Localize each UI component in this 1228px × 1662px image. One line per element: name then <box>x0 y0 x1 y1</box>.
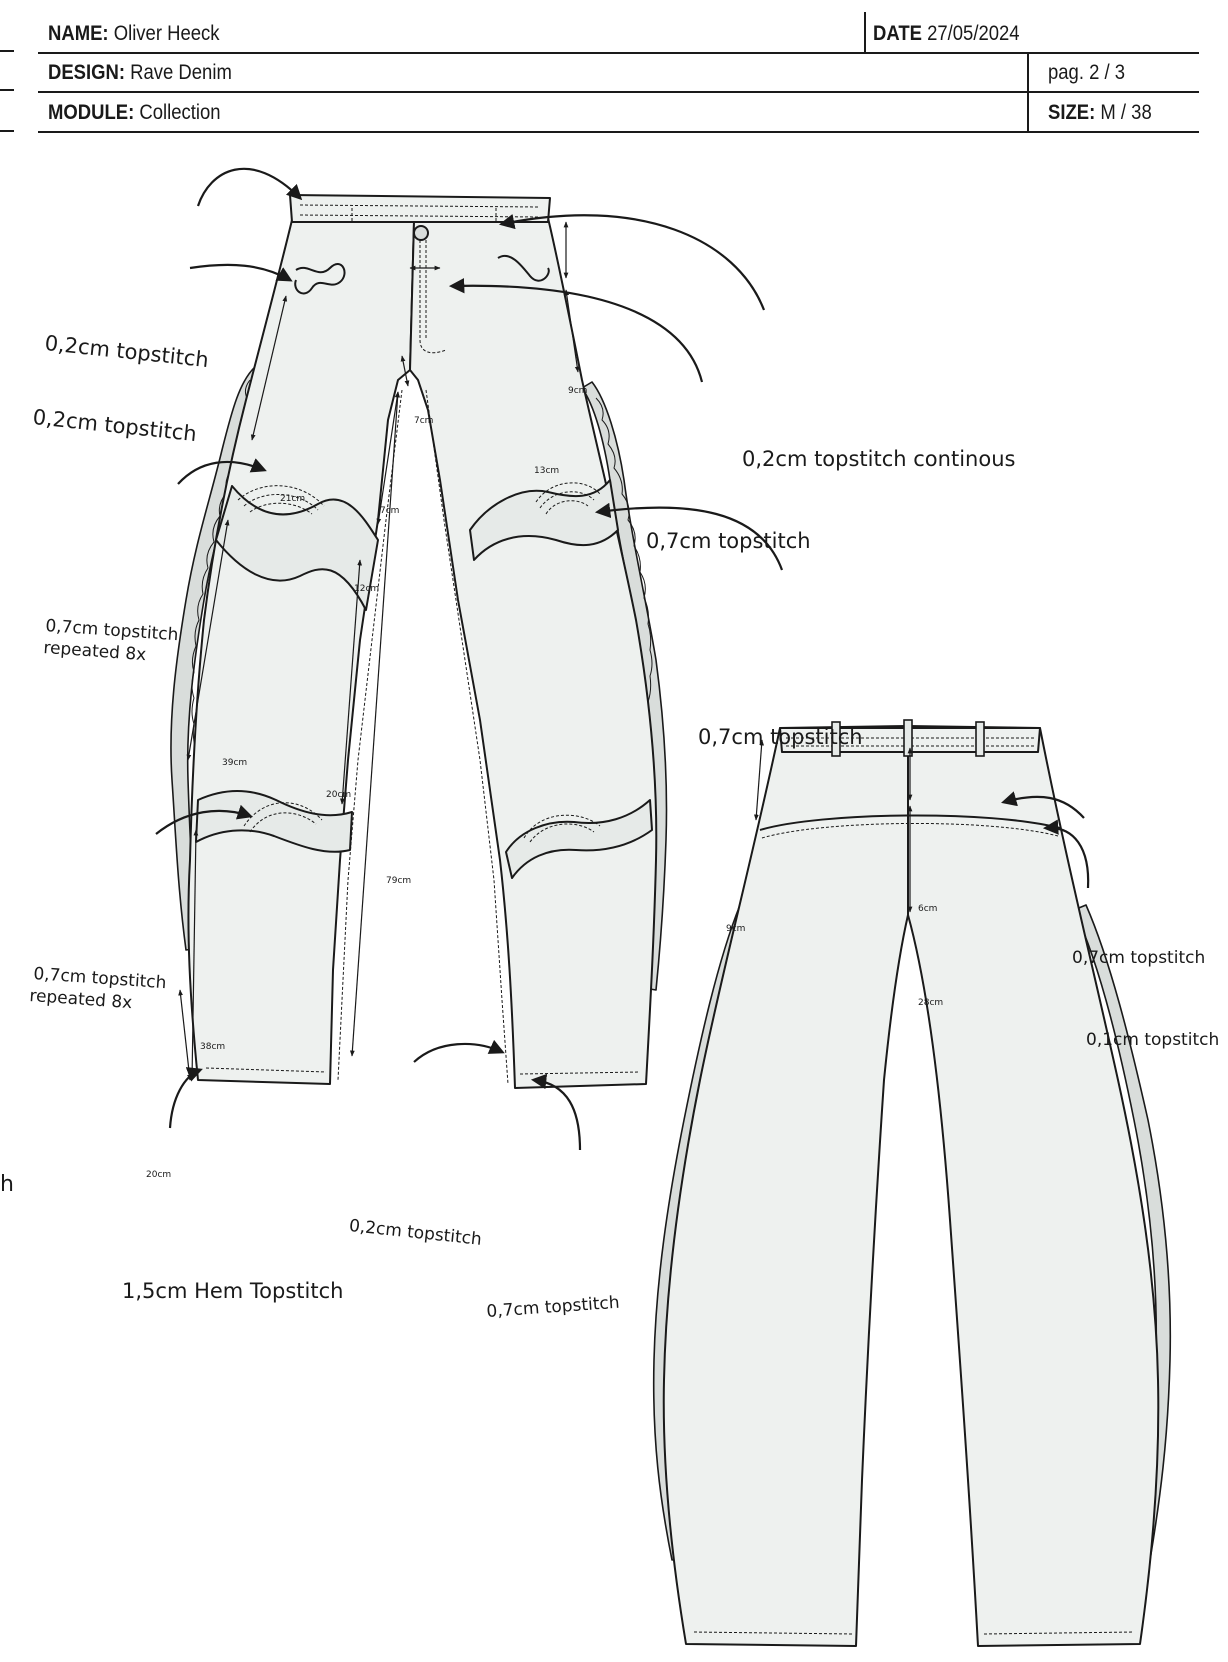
front-details <box>294 225 550 295</box>
back-view <box>652 725 1172 1647</box>
cut-off-edge-text: h <box>0 1172 14 1197</box>
design-label: DESIGN: <box>48 61 126 84</box>
callout-back-seam-topstitch: 0,1cm topstitch <box>1086 1030 1220 1050</box>
date-label: DATE <box>873 22 922 45</box>
dim-front-39: 39cm <box>222 758 248 768</box>
back-left-leg <box>662 725 909 1647</box>
dim-front-7-fly: 7cm <box>414 416 434 426</box>
back-right-leg <box>907 725 1160 1647</box>
technical-drawing: 0,2cm topstitch 0,2cm topstitch 0,2cm to… <box>0 140 1228 1662</box>
callout-hem-topstitch: 1,5cm Hem Topstitch <box>122 1279 344 1303</box>
date-field: DATE 27/05/2024 <box>873 22 1020 46</box>
front-right-knee-panel <box>469 479 619 561</box>
front-right-lower-panel <box>505 799 653 879</box>
module-label: MODULE: <box>48 101 135 124</box>
dim-back-6: 6cm <box>918 904 938 914</box>
header-divider-right <box>1027 52 1029 132</box>
size-value: M / 38 <box>1100 101 1152 124</box>
module-value: Collection <box>139 101 221 124</box>
front-button <box>413 225 429 241</box>
flat-sketch-svg <box>155 167 1172 1647</box>
dim-front-13: 13cm <box>534 466 560 476</box>
callout-knee-right-topstitch: 0,7cm topstitch <box>698 725 863 749</box>
module-field: MODULE: Collection <box>48 101 221 125</box>
dim-front-20-low: 20cm <box>146 1170 172 1180</box>
front-right-leg <box>409 217 658 1089</box>
name-label: NAME: <box>48 22 109 45</box>
dim-front-38: 38cm <box>200 1042 226 1052</box>
dim-front-9: 9cm <box>568 386 588 396</box>
left-pocket-opening <box>294 263 346 295</box>
spec-header: NAME: Oliver Heeck DATE 27/05/2024 DESIG… <box>0 0 1228 140</box>
dim-back-9: 9cm <box>726 924 746 934</box>
header-rule-left-2 <box>0 89 14 91</box>
front-waistband <box>289 194 551 223</box>
header-rule-left-1 <box>0 50 14 52</box>
size-label: SIZE: <box>1048 101 1096 124</box>
header-rule-3 <box>38 131 1199 133</box>
callout-fly-topstitch: 0,7cm topstitch <box>646 529 811 553</box>
dimension-lines <box>178 221 913 1081</box>
dim-back-28: 28cm <box>918 998 944 1008</box>
size-field: SIZE: M / 38 <box>1048 101 1152 125</box>
header-rule-2 <box>38 91 1199 93</box>
name-field: NAME: Oliver Heeck <box>48 22 219 46</box>
date-value: 27/05/2024 <box>927 22 1020 45</box>
callout-arrows <box>155 167 1090 1151</box>
dim-front-7-crotch: 7cm <box>380 506 400 516</box>
dim-front-21: 21cm <box>280 494 306 504</box>
right-pocket-opening <box>497 255 550 282</box>
dim-front-79: 79cm <box>386 876 412 886</box>
dim-front-20-mid: 20cm <box>326 790 352 800</box>
header-divider-date <box>864 12 866 53</box>
name-value: Oliver Heeck <box>113 22 220 45</box>
callout-continuous-topstitch: 0,2cm topstitch continous <box>742 447 1016 471</box>
design-field: DESIGN: Rave Denim <box>48 61 232 85</box>
dim-front-12: 12cm <box>354 584 380 594</box>
header-rule-1 <box>38 52 1199 54</box>
front-right-ruffle-texture <box>595 397 653 755</box>
header-rule-left-3 <box>0 130 14 132</box>
callout-back-yoke-topstitch: 0,7cm topstitch <box>1072 948 1206 968</box>
front-view <box>170 194 668 1089</box>
back-stitching <box>693 737 1135 1635</box>
back-yoke-seam <box>759 814 1061 831</box>
design-value: Rave Denim <box>130 61 232 84</box>
page-number: pag. 2 / 3 <box>1048 61 1126 84</box>
